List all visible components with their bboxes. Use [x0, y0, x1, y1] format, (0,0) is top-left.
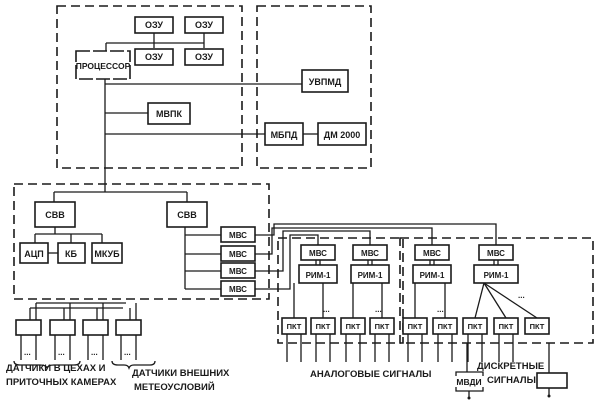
pkt-label: ПКТ	[438, 322, 453, 331]
pkt-box	[432, 317, 458, 335]
adc-box	[19, 242, 49, 264]
uvpmd-label: УВПМД	[309, 77, 342, 87]
remote-mvs-label: МВС	[423, 249, 441, 258]
pkt-label: ПКТ	[287, 322, 302, 331]
remote-groups: МВС РИМ-1... ПКТ ПКТ МВС РИМ-1... ПКТ ПКТ МВС РИМ…	[281, 244, 550, 362]
rim-box	[350, 264, 390, 284]
mvs-label-3: МВС	[229, 267, 247, 276]
ram-label-1: ОЗУ	[145, 20, 163, 30]
ellipsis: ...	[375, 305, 382, 314]
caption-sensors-weather-1: ДАТЧИКИ ВНЕШНИХ	[132, 368, 230, 379]
link-mvs3-remote2	[255, 230, 371, 272]
link-mvs2-remote3	[255, 227, 433, 255]
rim-label: РИМ-1	[484, 271, 509, 280]
caption-discrete-1: ДИСКРЕТНЫЕ	[477, 361, 544, 372]
discrete-output-box	[536, 372, 568, 389]
dm2000-box	[317, 122, 367, 146]
pkt-label: ПКТ	[346, 322, 361, 331]
dm2000-label: ДМ 2000	[324, 130, 360, 140]
remote-mvs-label: МВС	[361, 249, 379, 258]
remote-mvs-box	[352, 244, 388, 261]
sensor-modules: ............	[13, 302, 156, 371]
pkt-box	[369, 317, 395, 335]
ellipsis: ...	[437, 305, 444, 314]
kb-box	[57, 242, 86, 264]
link-mvs1-remote4	[255, 223, 497, 245]
pkt-box	[281, 317, 307, 335]
computer-block-frame	[56, 5, 243, 169]
mvs-label-1: МВС	[229, 231, 247, 240]
remote-right-frame	[399, 237, 594, 344]
remote-mvs-label: МВС	[309, 249, 327, 258]
mkub-box	[91, 242, 123, 264]
brace-weather	[111, 360, 156, 371]
caption-discrete-2: СИГНАЛЫ	[487, 375, 536, 386]
svv-right-label: СВВ	[177, 210, 197, 220]
ram-label-3: ОЗУ	[145, 52, 163, 62]
rim-box	[298, 264, 338, 284]
mkub-label: МКУБ	[94, 249, 120, 259]
ram-label-2: ОЗУ	[195, 20, 213, 30]
link-mvs4-remote1	[255, 234, 319, 290]
ellipsis: ...	[323, 305, 330, 314]
pkt-box	[340, 317, 366, 335]
pkt-box	[524, 317, 550, 335]
svv-right-box	[166, 201, 208, 228]
pkt-label: ПКТ	[375, 322, 390, 331]
caption-sensors-weather-2: МЕТЕОУСЛОВИЙ	[134, 381, 215, 393]
ram-box-2	[184, 16, 224, 34]
sensor-ellipsis: ...	[24, 348, 31, 357]
caption-analog-signals: АНАЛОГОВЫЕ СИГНАЛЫ	[310, 369, 431, 380]
rim-label: РИМ-1	[420, 271, 445, 280]
uvpmd-box	[301, 69, 349, 93]
ellipsis: ...	[518, 291, 525, 300]
remote-left-frame	[277, 237, 404, 344]
svv-left-label: СВВ	[45, 210, 65, 220]
sensor-ellipsis: ...	[58, 348, 65, 357]
sensor-module-box	[115, 319, 142, 336]
pkt-label: ПКТ	[499, 322, 514, 331]
remote-mvs-box	[414, 244, 450, 261]
caption-sensors-shops-2: ПРИТОЧНЫХ КАМЕРАХ	[6, 377, 117, 388]
remote-mvs-label: МВС	[487, 249, 505, 258]
sensor-module-box	[15, 319, 42, 336]
pkt-box	[310, 317, 336, 335]
ram-label-4: ОЗУ	[195, 52, 213, 62]
kb-label: КБ	[65, 249, 77, 259]
rim-box	[473, 264, 519, 284]
rim-label: РИМ-1	[306, 271, 331, 280]
remote-mvs-box	[300, 244, 336, 261]
pkt-label: ПКТ	[530, 322, 545, 331]
pkt-box	[402, 317, 428, 335]
ram-box-1	[134, 16, 174, 34]
processor-box	[75, 50, 131, 80]
pkt-box	[493, 317, 519, 335]
pkt-label: ПКТ	[468, 322, 483, 331]
mvs-label-2: МВС	[229, 250, 247, 259]
pkt-label: ПКТ	[408, 322, 423, 331]
sensor-ellipsis: ...	[124, 348, 131, 357]
remote-mvs-box	[478, 244, 514, 261]
sensor-module-box	[82, 319, 109, 336]
rim-label: РИМ-1	[358, 271, 383, 280]
sensor-ellipsis: ...	[91, 348, 98, 357]
brace-shops	[13, 360, 81, 371]
ram-box-3	[134, 48, 174, 66]
storage-block-frame	[256, 5, 372, 169]
mvdi-label: МВДИ	[456, 377, 481, 387]
mvpk-label: МВПК	[156, 109, 182, 119]
mvs-label-4: МВС	[229, 285, 247, 294]
adc-label: АЦП	[24, 249, 44, 259]
processor-label: ПРОЦЕССОР	[76, 61, 131, 71]
mbpd-label: МБПД	[271, 130, 298, 140]
rim-box	[412, 264, 452, 284]
caption-sensors-shops-1: ДАТЧИКИ В ЦЕХАХ И	[6, 363, 106, 374]
sensor-module-box	[49, 319, 76, 336]
ram-box-4	[184, 48, 224, 66]
pkt-label: ПКТ	[316, 322, 331, 331]
mvpk-box	[147, 102, 191, 125]
io-block-frame	[13, 183, 270, 300]
pkt-box	[462, 317, 488, 335]
